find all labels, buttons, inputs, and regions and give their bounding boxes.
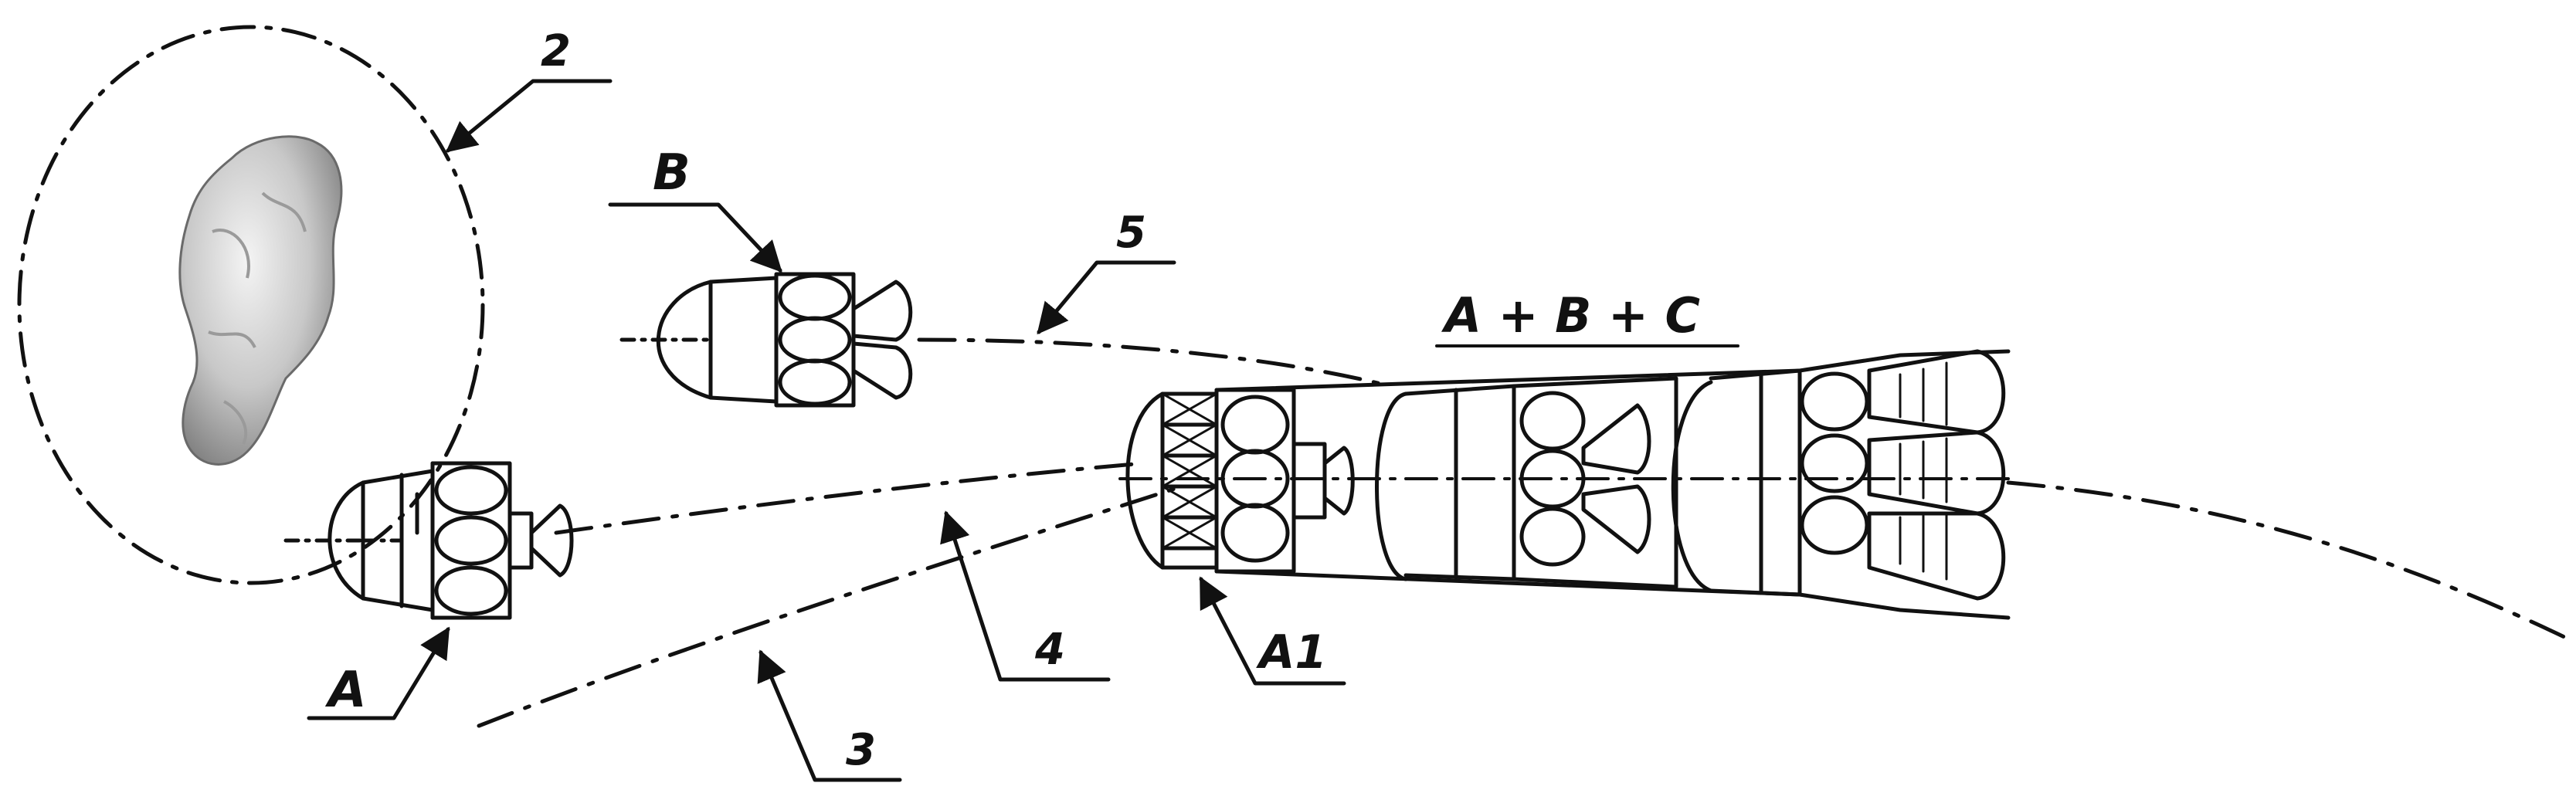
trajectory-5 bbox=[917, 337, 1393, 388]
label-3: 3 bbox=[846, 725, 876, 775]
leader-a: A bbox=[307, 626, 450, 720]
label-5: 5 bbox=[1116, 208, 1146, 258]
leader-a1: A1 bbox=[1199, 576, 1346, 686]
module-b bbox=[619, 272, 913, 408]
asteroid-icon bbox=[178, 135, 343, 466]
leader-4: 4 bbox=[940, 510, 1111, 682]
module-a bbox=[283, 461, 574, 620]
leader-combined: A + B + C bbox=[1435, 287, 1739, 347]
trajectory-exit bbox=[2006, 480, 2567, 639]
label-b: B bbox=[653, 144, 691, 202]
label-4: 4 bbox=[1034, 625, 1065, 675]
combined-vehicle bbox=[1118, 349, 2011, 620]
trajectory-3 bbox=[477, 484, 1184, 728]
label-2: 2 bbox=[541, 26, 571, 76]
leader-b: B bbox=[608, 144, 782, 273]
trajectory-4 bbox=[554, 461, 1145, 535]
label-a1: A1 bbox=[1256, 625, 1327, 679]
leader-3: 3 bbox=[757, 649, 902, 782]
label-a: A bbox=[324, 662, 367, 719]
leader-2: 2 bbox=[445, 26, 613, 153]
label-combined: A + B + C bbox=[1441, 287, 1700, 344]
orbit-circle bbox=[17, 25, 485, 585]
leader-5: 5 bbox=[1037, 208, 1176, 335]
